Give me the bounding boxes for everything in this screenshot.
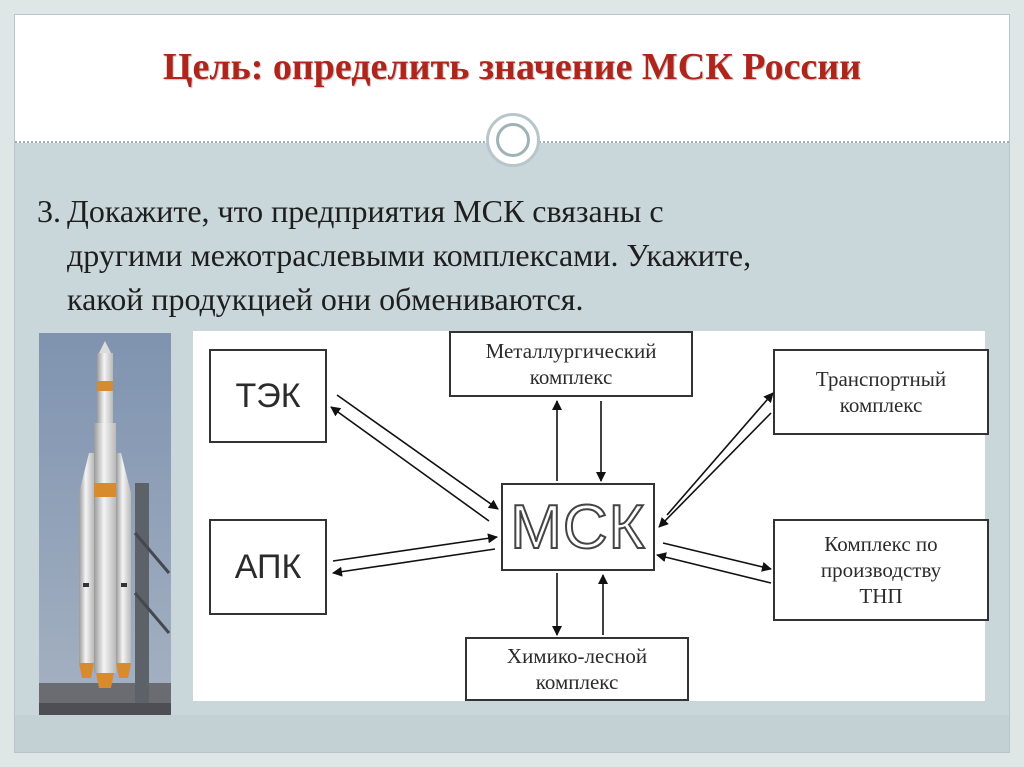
diagram-arrows <box>330 392 774 636</box>
msk-diagram: ТЭК АПК Металлургический комплекс Трансп… <box>193 331 989 701</box>
bottom-strip <box>15 715 1009 752</box>
box-apk: АПК <box>209 519 327 615</box>
box-metallurgy: Металлургический комплекс <box>449 331 693 397</box>
arrow-msk-to-apk <box>332 548 496 577</box>
rocket-icon <box>39 333 171 733</box>
box-tek: ТЭК <box>209 349 327 443</box>
transport-line-2: комплекс <box>839 393 923 417</box>
box-msk-center: МСК <box>501 483 655 571</box>
slide-title: Цель: определить значение МСК России <box>162 46 862 88</box>
box-tnp: Комплекс по производству ТНП <box>773 519 989 621</box>
chem-forest-line-2: комплекс <box>535 670 619 694</box>
msk-label: МСК <box>509 492 646 563</box>
chem-forest-line-1: Химико-лесной <box>506 644 648 668</box>
slide: Цель: определить значение МСК России 3.Д… <box>14 14 1010 753</box>
task-line-3: какой продукцией они обмениваются. <box>67 281 584 317</box>
transport-line-1: Транспортный <box>815 367 947 391</box>
task-text: 3.Докажите, что предприятия МСК связаны … <box>37 189 997 321</box>
tnp-line-3: ТНП <box>859 584 903 608</box>
arrow-tek-to-msk <box>336 394 499 510</box>
box-chem-forest: Химико-лесной комплекс <box>465 637 689 701</box>
rocket-photo <box>39 333 171 733</box>
arrow-msk-to-tek <box>330 406 490 522</box>
circle-ornament-icon <box>486 113 540 167</box>
arrow-msk-to-tnp <box>662 542 772 572</box>
task-line-1: Докажите, что предприятия МСК связаны с <box>67 193 664 229</box>
metallurgy-line-1: Металлургический <box>485 339 657 363</box>
box-transport: Транспортный комплекс <box>773 349 989 435</box>
arrow-apk-to-msk <box>332 533 498 562</box>
metallurgy-line-2: комплекс <box>529 365 613 389</box>
tnp-line-1: Комплекс по <box>824 532 938 556</box>
tek-label: ТЭК <box>235 376 301 415</box>
tnp-line-2: производству <box>820 558 942 582</box>
arrow-transport-to-msk <box>658 412 772 528</box>
task-number: 3. <box>37 193 61 229</box>
arrow-tnp-to-msk <box>656 552 772 584</box>
arrow-msk-to-transport <box>666 392 774 516</box>
apk-label: АПК <box>234 547 302 586</box>
task-line-2: другими межотраслевыми комплексами. Укаж… <box>67 237 752 273</box>
